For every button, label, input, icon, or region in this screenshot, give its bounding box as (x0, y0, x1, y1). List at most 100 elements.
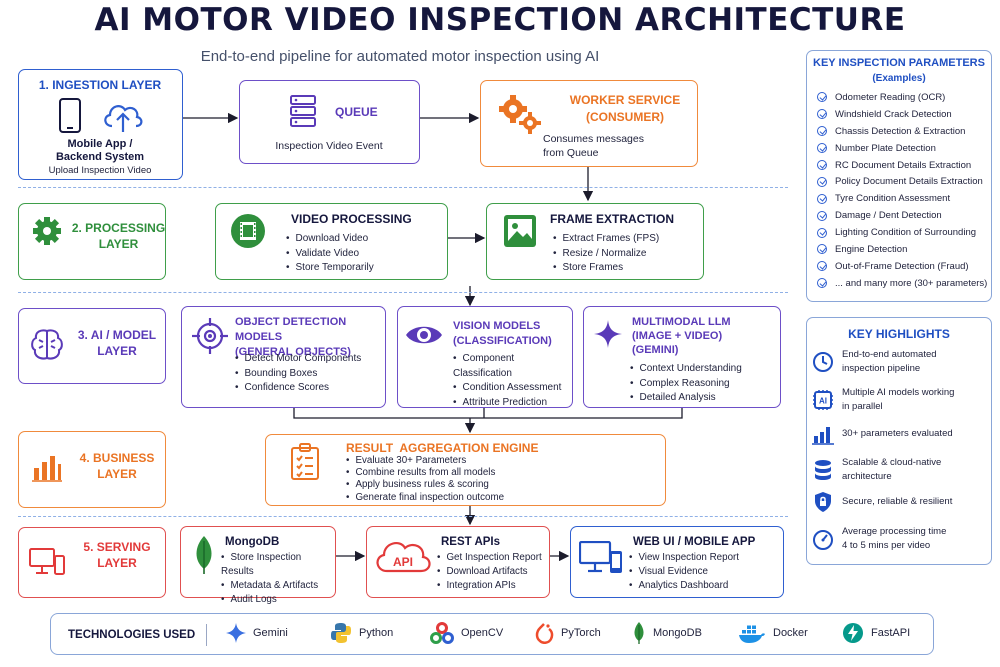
list-item: Download Artifacts (437, 565, 542, 579)
sparkle-icon (594, 320, 622, 348)
list-item: Detect Motor Components (235, 352, 362, 367)
check-icon (817, 278, 827, 289)
queue-title: QUEUE (335, 105, 378, 119)
pytorch-icon (535, 623, 554, 644)
list-item: Visual Evidence (629, 565, 739, 579)
result-aggregation-box: RESULT AGGREGATION ENGINE Evaluate 30+ P… (265, 434, 666, 506)
multimodal-llm-box: MULTIMODAL LLM (IMAGE + VIDEO) (GEMINI) … (583, 306, 781, 408)
ai-chip-text: AI (819, 396, 827, 405)
frame-extraction-list: Extract Frames (FPS) Resize / Normalize … (553, 232, 660, 276)
key-highlights-panel: KEY HIGHLIGHTS (806, 317, 992, 565)
gear-icon (33, 217, 61, 245)
fastapi-icon (843, 623, 863, 643)
object-detection-list: Detect Motor Components Bounding Boxes C… (235, 352, 362, 396)
parameters-subtitle: (Examples) (872, 73, 926, 84)
parameters-list: Odometer Reading (OCR) Windshield Crack … (817, 89, 987, 292)
inspection-parameters-panel: KEY INSPECTION PARAMETERS (Examples) Odo… (806, 50, 992, 302)
ingestion-layer-label: 1. INGESTION LAYER (38, 78, 162, 92)
devices-icon (29, 548, 65, 575)
mongodb-list: Store Inspection Results Metadata & Arti… (221, 551, 335, 607)
tech-item-pytorch: PyTorch (534, 618, 601, 648)
list-item: Get Inspection Report (437, 551, 541, 565)
tech-item-python: Python (330, 618, 393, 648)
ingestion-layer-box: 1. INGESTION LAYER Mobile App / Backend … (18, 69, 183, 180)
check-icon (817, 92, 827, 103)
api-icon-text: API (393, 555, 413, 569)
check-icon (817, 143, 827, 154)
list-item: View Inspection Report (629, 551, 739, 565)
web-ui-box: WEB UI / MOBILE APP View Inspection Repo… (570, 526, 784, 598)
mongodb-title: MongoDB (225, 536, 280, 548)
technologies-label: TECHNOLOGIES USED (68, 629, 196, 641)
frame-extraction-title: FRAME EXTRACTION (550, 212, 674, 226)
ai-layer-label: 3. AI / MODEL LAYER (77, 328, 157, 358)
object-detection-box: OBJECT DETECTION MODELS (GENERAL OBJECTS… (181, 306, 386, 408)
multimodal-llm-title: MULTIMODAL LLM (IMAGE + VIDEO) (GEMINI) (632, 316, 731, 356)
ai-chip-icon: AI (813, 389, 833, 410)
business-layer-label: 4. BUSINESS LAYER (79, 451, 155, 481)
tech-item-opencv: OpenCV (430, 618, 503, 648)
list-item: Generate final inspection outcome (346, 492, 504, 504)
list-item: Store Frames (553, 261, 659, 276)
list-item: Store Inspection Results (221, 551, 335, 579)
vision-models-list: Component Classification Condition Asses… (453, 352, 572, 410)
bar-chart-icon (32, 456, 62, 482)
page-subtitle: End-to-end pipeline for automated motor … (200, 48, 600, 65)
server-icon (290, 95, 316, 127)
gears-icon (499, 95, 541, 134)
check-icon (817, 126, 827, 137)
source-title: Mobile App / Backend System (55, 138, 145, 163)
rest-apis-box: API REST APIs Get Inspection Report Down… (366, 526, 550, 598)
list-item: Chassis Detection & Extraction (817, 123, 987, 140)
database-icon (815, 459, 831, 480)
list-item: Odometer Reading (OCR) (817, 89, 987, 106)
multimodal-llm-list: Context Understanding Complex Reasoning … (630, 362, 742, 406)
check-icon (817, 261, 827, 272)
list-item: Lighting Condition of Surrounding (817, 224, 987, 241)
list-item: Condition Assessment (453, 381, 572, 396)
list-item: Attribute Prediction (453, 396, 572, 411)
mongodb-icon (634, 622, 644, 644)
web-ui-list: View Inspection Report Visual Evidence A… (629, 551, 739, 593)
technologies-bar (50, 613, 934, 655)
source-text: Upload Inspection Video (48, 165, 152, 176)
opencv-icon (430, 622, 454, 644)
chart-icon (812, 427, 834, 445)
list-item: Number Plate Detection (817, 140, 987, 157)
list-item: Policy Document Details Extraction (817, 173, 987, 190)
list-item: Context Understanding (630, 362, 742, 377)
speedometer-icon (813, 529, 833, 550)
worker-service-box: WORKER SERVICE (CONSUMER) Consumes messa… (480, 80, 698, 167)
list-item: Audit Logs (221, 593, 335, 607)
shield-icon (815, 492, 831, 512)
business-layer-box: 4. BUSINESS LAYER (18, 431, 166, 508)
list-item: Store Temporarily (286, 261, 374, 276)
tech-item-docker: Docker (738, 618, 808, 648)
list-item: Apply business rules & scoring (346, 479, 504, 491)
list-item: Combine results from all models (346, 467, 504, 479)
result-aggregation-title: RESULT AGGREGATION ENGINE (346, 441, 539, 455)
clipboard-icon (291, 443, 319, 480)
layer-divider (18, 418, 788, 419)
list-item: Validate Video (286, 247, 374, 262)
highlight-item: Secure, reliable & resilient (812, 491, 992, 513)
tech-item-mongodb: MongoDB (632, 618, 702, 648)
leaf-icon (196, 536, 212, 574)
technologies-separator (206, 624, 207, 646)
page-title: AI MOTOR VIDEO INSPECTION ARCHITECTURE (94, 2, 906, 38)
web-ui-title: WEB UI / MOBILE APP (633, 536, 756, 548)
serving-layer-box: 5. SERVING LAYER (18, 527, 166, 598)
tech-item-fastapi: FastAPI (842, 618, 910, 648)
list-item: Engine Detection (817, 241, 987, 258)
layer-divider (18, 187, 788, 188)
check-icon (817, 160, 827, 170)
api-cloud-icon: API (376, 542, 431, 573)
list-item: Damage / Dent Detection (817, 207, 987, 224)
queue-text: Inspection Video Event (275, 140, 383, 152)
vision-models-title: VISION MODELS (CLASSIFICATION) (453, 320, 552, 347)
check-icon (817, 176, 827, 187)
worker-text: Consumes messages from Queue (543, 133, 644, 159)
vision-models-box: VISION MODELS (CLASSIFICATION) Component… (397, 306, 573, 408)
tech-item-gemini: Gemini (226, 618, 288, 648)
